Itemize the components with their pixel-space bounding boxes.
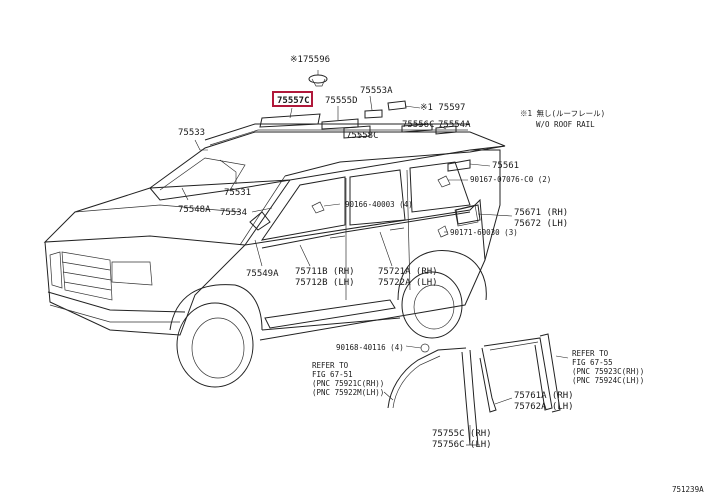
label-75556c: 75556C (402, 120, 435, 130)
molding-75557c (259, 113, 321, 128)
label-90171: 90171-60030 (3) (450, 228, 518, 237)
label-75711b: 75711B (RH) (295, 267, 355, 277)
refer-right-line4: (PNC 75924C(LH)) (572, 376, 644, 385)
label-75561: 75561 (492, 161, 519, 171)
vehicle-outline (43, 123, 506, 388)
clip-75596 (308, 74, 328, 84)
refer-right-line3: (PNC 75923C(RH)) (572, 367, 644, 376)
label-75548a: 75548A (178, 205, 211, 215)
label-75761a: 75761A (RH) (514, 391, 574, 401)
label-75755c: 75755C (RH) (432, 429, 492, 439)
label-75534: 75534 (220, 208, 247, 218)
refer-left-line4: (PNC 75922M(LH)) (312, 388, 384, 397)
note-roof-rail-en: W/O ROOF RAIL (536, 120, 595, 129)
label-75671: 75671 (RH) (514, 208, 568, 218)
leader-lines (181, 70, 569, 442)
molding-75553a (364, 109, 383, 119)
label-90167: 90167-07076-C0 (2) (470, 175, 551, 184)
molding-left-refer (387, 347, 467, 409)
label-75596: ※175596 (290, 55, 330, 65)
refer-left-line3: (PNC 75921C(RH)) (312, 379, 384, 388)
label-75558c: 75558C (346, 131, 379, 141)
clip-90166 (311, 201, 325, 214)
label-75762a: 75762A (LH) (514, 402, 574, 412)
notes: ※1 無し(ルーフレール) W/O ROOF RAIL REFER TO FIG… (312, 108, 704, 494)
screw-90167 (437, 175, 451, 188)
refer-left-line1: REFER TO (312, 361, 349, 370)
label-75533: 75533 (178, 128, 205, 138)
figure-id: 751239A (672, 485, 704, 494)
screw-90171 (437, 225, 449, 238)
part-75561 (447, 159, 471, 172)
clip-90168 (420, 343, 430, 353)
label-75554a: 75554A (438, 120, 471, 130)
label-75672: 75672 (LH) (514, 219, 568, 229)
lower-moldings (387, 333, 561, 446)
label-75553a: 75553A (360, 86, 393, 96)
refer-right-line1: REFER TO (572, 349, 609, 358)
label-75549a: 75549A (246, 269, 279, 279)
label-75557c: 75557C (277, 96, 310, 106)
label-75531: 75531 (224, 188, 251, 198)
label-90168: 90168-40116 (4) (336, 343, 404, 352)
label-75555d: 75555D (325, 96, 358, 106)
label-75597: ※1 75597 (420, 103, 465, 113)
label-75712b: 75712B (LH) (295, 278, 355, 288)
note-roof-rail-jp: ※1 無し(ルーフレール) (520, 108, 605, 118)
highlight-box-75557c (272, 91, 313, 107)
callout-labels: ※175596 75557C 75555D 75553A ※1 75597 75… (178, 55, 574, 450)
emblem-75671 (455, 204, 481, 225)
cap-75597 (387, 100, 407, 111)
parts (259, 74, 481, 353)
label-90166: 90166-40003 (4) (345, 200, 413, 209)
label-75721a: 75721A (RH) (378, 267, 438, 277)
label-75722a: 75722A (LH) (378, 278, 438, 288)
molding-75558c (343, 125, 371, 139)
refer-right-line2: FIG 67-55 (572, 358, 613, 367)
molding-75554a (435, 125, 457, 135)
refer-left-line2: FIG 67-51 (312, 370, 353, 379)
molding-75556c (401, 123, 433, 133)
label-75756c: 75756C (LH) (432, 440, 492, 450)
